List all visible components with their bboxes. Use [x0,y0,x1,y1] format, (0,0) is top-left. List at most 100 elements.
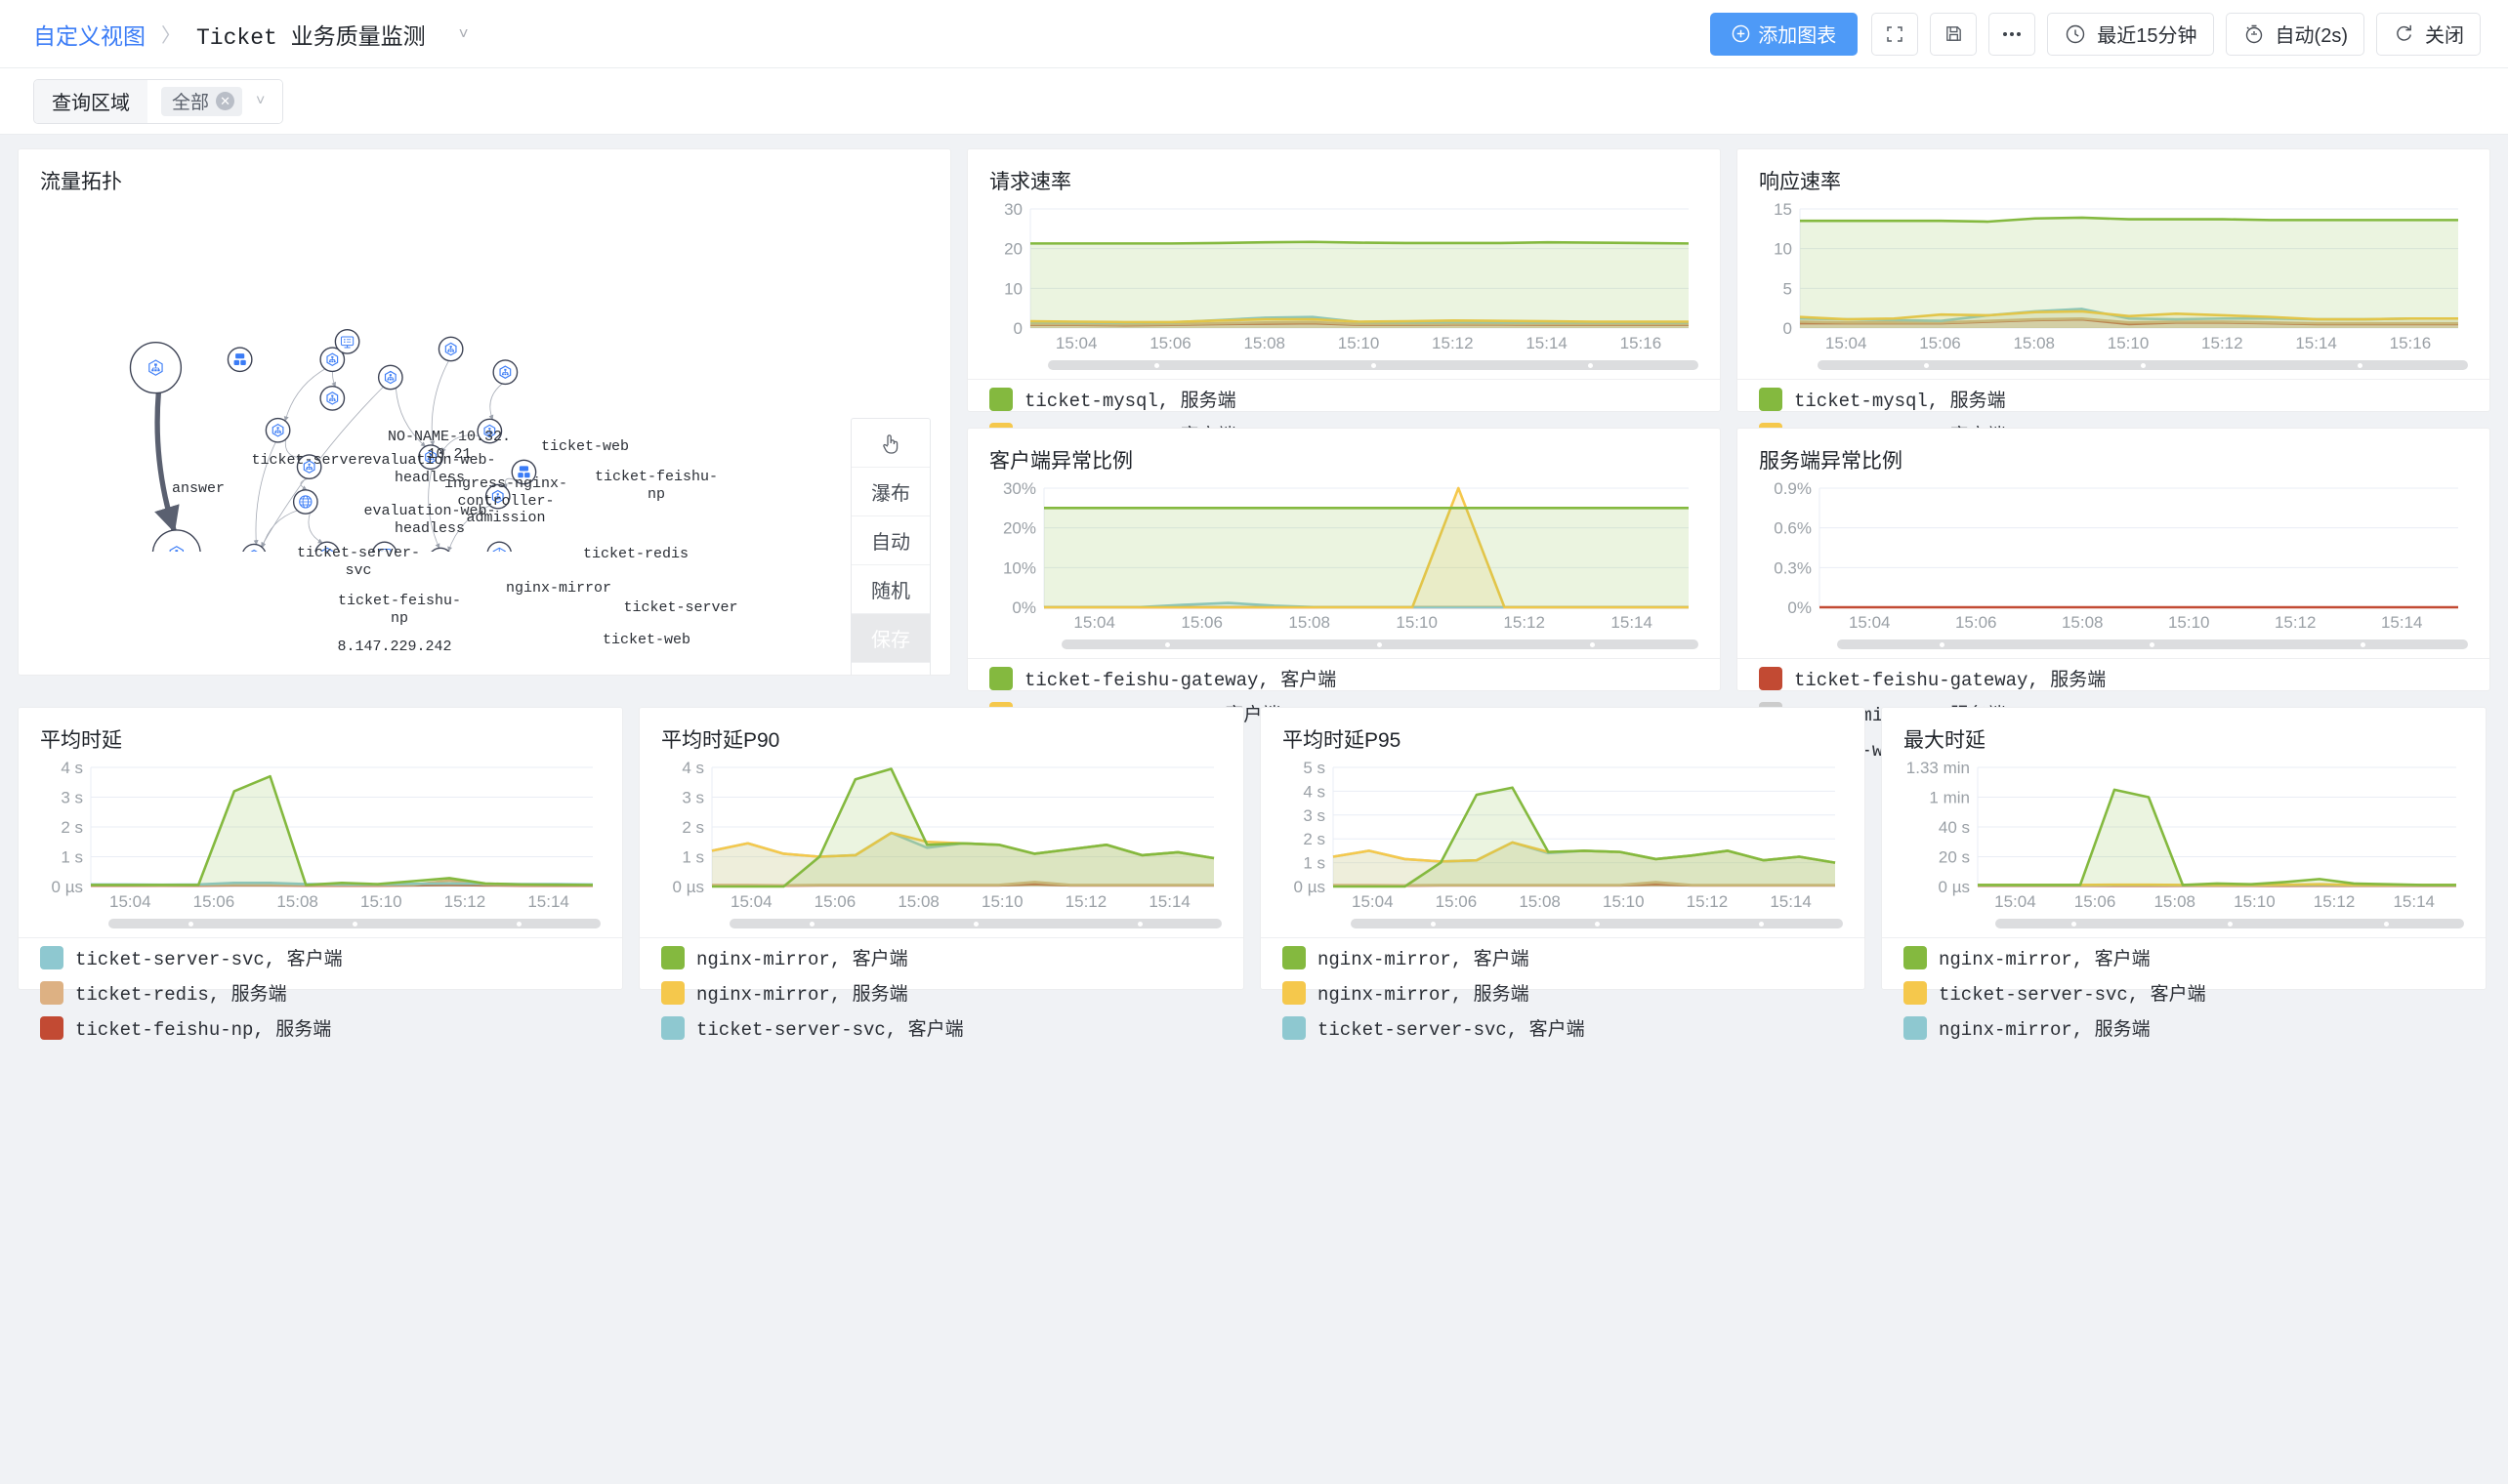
topology-node[interactable] [242,543,267,553]
topology-edge [284,438,303,461]
fullscreen-button[interactable] [1871,12,1919,56]
legend-item[interactable]: ticket-mysql, 服务端 [1759,386,2489,412]
legend-item[interactable]: nginx-mirror, 客户端 [1903,944,2486,970]
max-latency-scrollbar[interactable] [1995,919,2464,928]
legend-item[interactable]: ticket-feishu-gateway, 服务端 [1759,665,2489,691]
breadcrumb-root[interactable]: 自定义视图 [33,22,146,49]
scrollbar-dot [1430,921,1436,927]
scrollbar-dot [1589,641,1595,647]
y-tick-label: 0.9% [1774,480,1812,498]
legend-item[interactable]: ticket-server-svc, 客户端 [1903,979,2486,1006]
series-line [1333,881,1835,887]
add-chart-label: 添加图表 [1758,25,1837,47]
topology-tool-layout-auto[interactable]: 自动 [852,516,930,565]
legend-swatch [989,387,1013,411]
chevron-down-icon[interactable]: ˅ [458,23,469,43]
topology-canvas[interactable] [19,149,950,553]
legend-swatch [1903,1015,1927,1040]
topology-tool-pan-hand-icon[interactable] [852,419,930,468]
legend-item[interactable]: nginx-mirror, 服务端 [1282,979,1864,1006]
x-tick-label: 15:06 [1181,613,1223,632]
response-rate-scrollbar[interactable] [1818,360,2468,370]
legend-label: ticket-feishu-gateway, 服务端 [1794,670,2107,691]
max-latency-legend: nginx-mirror, 客户端 ticket-server-svc, 客户端… [1882,938,2486,1050]
legend-item[interactable]: ticket-mysql, 服务端 [989,386,1720,412]
topology-edge [430,360,449,446]
series-line [712,881,1214,887]
legend-item[interactable]: nginx-mirror, 客户端 [661,944,1243,970]
legend-item[interactable]: ticket-feishu-np, 服务端 [40,1014,622,1041]
topology-tool-layout-random[interactable]: 随机 [852,565,930,614]
remove-tag-icon[interactable]: ✕ [216,92,235,110]
legend-item[interactable]: nginx-mirror, 服务端 [1903,1014,2486,1041]
topology-edge [261,510,298,549]
topology-node[interactable] [511,459,537,485]
query-region-filter[interactable]: 查询区域 全部 ✕ ˅ [33,78,284,124]
topology-node[interactable] [429,547,452,553]
x-tick-label: 15:12 [1687,892,1729,911]
legend-item[interactable]: nginx-mirror, 客户端 [1282,944,1864,970]
legend-label: nginx-mirror, 服务端 [1939,1019,2151,1041]
legend-item[interactable]: ticket-server-svc, 客户端 [40,944,622,970]
close-button[interactable]: 关闭 [2376,12,2481,56]
filter-tag[interactable]: 全部 ✕ [161,86,243,116]
y-tick-label: 0.6% [1774,519,1812,538]
chevron-down-icon[interactable]: ˅ [256,92,266,109]
scrollbar-dot [1153,362,1159,368]
client-error-ratio-scrollbar[interactable] [1062,639,1698,649]
topology-tool-layout-waterfall[interactable]: 瀑布 [852,468,930,516]
legend-item[interactable]: nginx-mirror, 服务端 [661,979,1243,1006]
auto-refresh-button[interactable]: 自动(2s) [2225,12,2364,56]
topology-tool-save: 保存 [852,614,930,663]
topology-node[interactable] [486,541,512,553]
save-button[interactable] [1930,12,1978,56]
topology-node[interactable] [227,347,253,373]
avg-latency-scrollbar[interactable] [108,919,601,928]
y-tick-label: 0 µs [52,878,83,896]
topology-node[interactable] [314,541,340,553]
scrollbar-dot [1370,362,1376,368]
y-tick-label: 4 s [682,760,704,777]
series-line [91,774,594,886]
topology-tool-zoom-in[interactable]: + [852,663,930,675]
more-options-button[interactable] [1988,12,2036,56]
series-area [712,833,1214,886]
breadcrumb-separator-icon: 〉 [161,25,181,47]
query-region-value[interactable]: 全部 ✕ ˅ [147,79,283,123]
topology-node-label: ticket-feishu- np [337,593,462,627]
time-range-button[interactable]: 最近15分钟 [2047,12,2214,56]
service-icon [326,392,339,405]
x-tick-label: 15:10 [1396,613,1438,632]
legend-item[interactable]: ticket-redis, 服务端 [40,979,622,1006]
legend-label: ticket-mysql, 服务端 [1024,391,1236,412]
toolbar: 添加图表 最近15分钟 自动(2s) 关闭 [1710,12,2481,56]
series-area [1978,789,2456,886]
legend-item[interactable]: ticket-server-svc, 客户端 [661,1014,1243,1041]
server-error-ratio-scrollbar[interactable] [1837,639,2468,649]
scrollbar-dot [1594,921,1600,927]
legend-swatch [1282,980,1306,1005]
topology-node[interactable] [151,529,201,553]
avg-latency-p90-scrollbar[interactable] [730,919,1222,928]
y-tick-label: 10 [1004,279,1023,298]
avg-latency-p95-scrollbar[interactable] [1351,919,1843,928]
legend-item[interactable]: ticket-feishu-gateway, 客户端 [989,665,1720,691]
series-line [1799,316,2458,325]
legend-item[interactable]: ticket-server-svc, 客户端 [1282,1014,1864,1041]
x-tick-label: 15:08 [276,892,318,911]
add-chart-button[interactable]: 添加图表 [1710,12,1859,56]
request-rate-scrollbar[interactable] [1048,360,1698,370]
series-area [712,833,1214,886]
topology-node-label: ticket-server [251,452,366,469]
